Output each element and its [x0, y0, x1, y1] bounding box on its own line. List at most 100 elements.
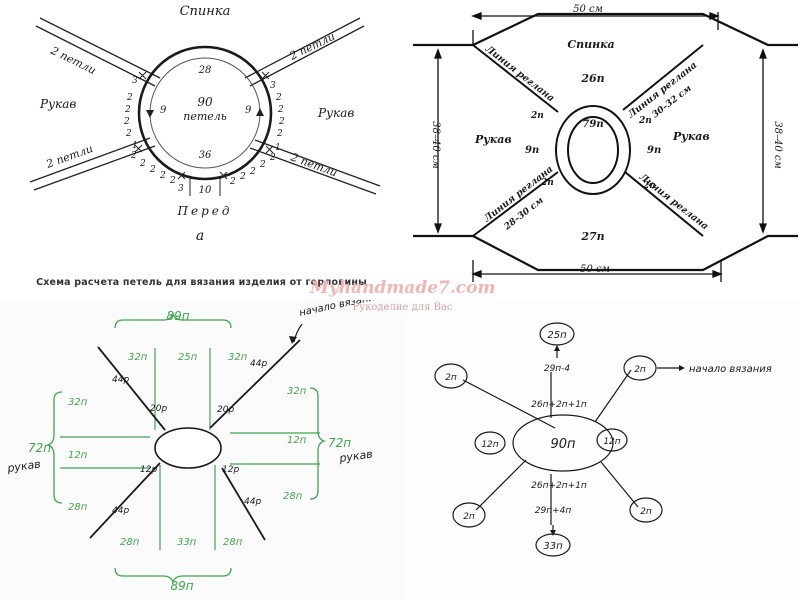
raglan-br-2p: 2п [642, 181, 656, 191]
band-tl-line-1 [39, 17, 161, 79]
start-note: начало вязания [689, 364, 772, 375]
circle-right [596, 428, 628, 452]
left-cell-3: 28п [68, 502, 88, 513]
panel-a-caption: Схема расчета петель для вязания изделия… [36, 277, 367, 288]
value-1-right: 1 [275, 143, 281, 153]
spoke-tr [594, 369, 632, 423]
front-loops: 27п [580, 230, 604, 243]
pattern-bottom-edge [413, 234, 798, 272]
right-cell-3: 28п [283, 491, 303, 502]
brace-right [309, 387, 327, 500]
value-3-right: 3 [270, 81, 276, 91]
right-total: 72п [328, 436, 351, 450]
label-back: Спинка [567, 38, 614, 51]
bottom-cell-1: 28п [120, 537, 140, 548]
svg-text:2: 2 [277, 105, 284, 115]
raglan-tl-2p: 2п [530, 111, 544, 121]
svg-text:2: 2 [130, 151, 137, 161]
left-total: 72п [28, 441, 51, 455]
band-tr-line-2 [249, 25, 365, 87]
brace-top [114, 311, 232, 329]
neck-inner-oval [567, 116, 619, 184]
loops-br: 2 петли [288, 150, 339, 179]
raglan-bl [89, 462, 161, 539]
svg-text:2: 2 [275, 93, 282, 103]
raglan-label-bl: 44р [112, 506, 129, 516]
right-label: рукав [338, 447, 374, 465]
panel-c-drawing: 89п 89п 72п 72п 32п 25п 32п 28п 33п 28п … [6, 300, 382, 593]
inner-label-tl: 20р [150, 404, 167, 414]
height-left: 38–40 см [430, 121, 441, 169]
raglan-label-tr: 44р [250, 359, 267, 369]
svg-text:2: 2 [149, 165, 156, 175]
loops-tr: 2 петли [287, 30, 337, 63]
circle-tr [623, 355, 657, 381]
svg-text:2: 2 [126, 93, 133, 103]
value-3-bottom: 3 [178, 184, 184, 194]
raglan-bl-2p: 2п [540, 178, 554, 188]
top-circle-label: 25п [547, 330, 567, 341]
svg-text:2: 2 [139, 159, 146, 169]
center-oval [512, 414, 614, 472]
arrow-left [146, 110, 154, 118]
raglan-label-br: 44р [244, 497, 261, 507]
label-front: Перед [177, 204, 233, 218]
right-cell-2: 12п [287, 435, 307, 446]
value-1-left: 1 [132, 141, 138, 151]
circle-tl [434, 363, 468, 389]
svg-text:2: 2 [269, 153, 276, 163]
bottom-total: 89п [170, 579, 193, 593]
arrow-right [256, 108, 264, 116]
panel-b-drawing: 50 см 50 см 38–40 см 38–40 см Спинка 26п… [413, 4, 798, 282]
center-loops-word: петель [183, 110, 227, 123]
brace-bottom [114, 567, 232, 585]
circle-left [474, 431, 506, 455]
corner-tr-label: 2п [634, 365, 646, 375]
value-9-left: 9 [160, 105, 167, 116]
neck-outer-circle [137, 45, 273, 181]
bottom-cell-3: 28п [223, 537, 243, 548]
svg-text:2: 2 [259, 160, 266, 170]
width-top: 50 см [573, 4, 603, 15]
corner-bl-label: 2п [463, 512, 475, 522]
raglan-label-tl: Линия реглана [482, 43, 556, 104]
raglan-line-tr [622, 44, 704, 111]
label-sleeve-right: Рукав [317, 106, 354, 120]
loops-bl: 2 петли [44, 142, 95, 171]
raglan-line-br [624, 171, 704, 237]
svg-text:2: 2 [125, 129, 132, 139]
watermark-main: Myhandmade7.com [310, 278, 496, 298]
value-28: 28 [198, 65, 212, 76]
value-9-right: 9 [245, 105, 252, 116]
svg-text:2: 2 [123, 117, 130, 127]
bottom-plus: 26п+2п+1п [531, 481, 587, 491]
label-sleeve-left: Рукав [474, 133, 512, 146]
svg-text:2: 2 [124, 105, 131, 115]
raglan-tr-2p: 2п [638, 116, 652, 126]
label-sleeve-right: Рукав [672, 130, 710, 143]
inner-label-bl: 12р [140, 465, 157, 475]
circle-br [629, 497, 663, 523]
center-label: 90п [550, 437, 576, 452]
bottom-circle-label: 33п [543, 541, 563, 552]
raglan-line-tl [472, 44, 559, 113]
svg-text:2: 2 [239, 172, 246, 182]
svg-text:2: 2 [229, 177, 236, 187]
top-formula: 29п-4 [544, 364, 571, 374]
pattern-top-edge [413, 12, 798, 47]
svg-text:2: 2 [278, 117, 285, 127]
left-circle-label: 12п [481, 440, 498, 450]
raglan-line-bl [472, 171, 559, 237]
panel-d-drawing: 90п 25п 29п-4 26п+2п+1п 26п+2п+1п 29п+4п… [434, 322, 772, 557]
band-br-line-2 [249, 147, 377, 195]
width-bottom: 50 см [580, 264, 610, 275]
value-36: 36 [199, 150, 212, 161]
center-loops-number: 90 [197, 95, 213, 109]
left-cell-1: 32п [68, 397, 88, 408]
inner-label-br: 12р [222, 465, 239, 475]
value-10: 10 [199, 185, 212, 196]
spoke-br [600, 461, 639, 508]
diagram-panel-d: 90п 25п 29п-4 26п+2п+1п 26п+2п+1п 29п+4п… [403, 300, 800, 600]
svg-text:2: 2 [159, 171, 166, 181]
inner-label-tr: 20р [217, 405, 234, 415]
